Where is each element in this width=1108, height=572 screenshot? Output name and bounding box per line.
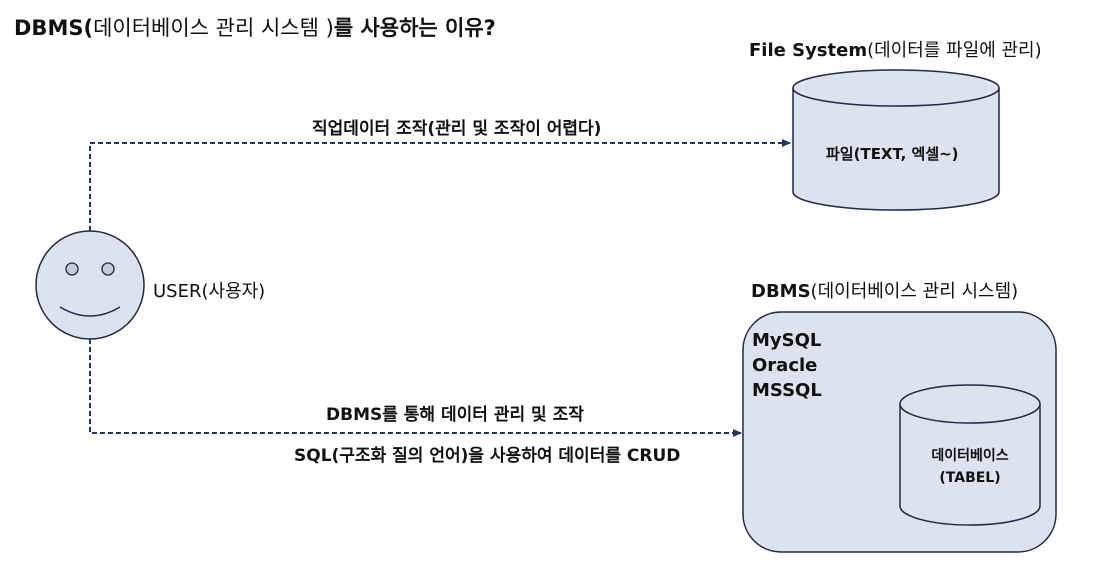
dbms-heading-normal: (데이터베이스 관리 시스템)	[810, 281, 1019, 302]
file-system-heading-normal: (데이터를 파일에 관리)	[867, 40, 1042, 61]
dbms-product-item: MSSQL	[752, 380, 822, 401]
smiley-right-eye	[101, 262, 115, 276]
dbms-heading: DBMS(데이터베이스 관리 시스템)	[751, 277, 1018, 303]
database-cylinder-label: 데이터베이스 (TABEL)	[908, 445, 1032, 489]
arrow-bottom-label-line2: SQL(구조화 질의 언어)을 사용하여 데이터를 CRUD	[294, 446, 681, 466]
file-cylinder-label: 파일(TEXT, 엑셀~)	[826, 145, 959, 163]
title-bold-suffix: 를 사용하는 이유?	[333, 16, 496, 40]
smiley-left-eye	[65, 262, 79, 276]
user-smiley-icon	[35, 230, 145, 340]
file-system-heading: File System(데이터를 파일에 관리)	[749, 36, 1042, 62]
arrow-bottom-label-line1: DBMS를 통해 데이터 관리 및 조작	[326, 405, 584, 425]
title-bold-prefix: DBMS(	[14, 16, 94, 40]
dbms-product-item: MySQL	[752, 330, 822, 351]
file-cylinder	[792, 69, 1000, 211]
title-normal-part: 데이터베이스 관리 시스템 )	[93, 16, 334, 40]
arrow-to-file-system	[89, 139, 791, 231]
dbms-product-item: Oracle	[752, 355, 818, 376]
arrow-top-label: 직업데이터 조작(관리 및 조작이 어렵다)	[312, 119, 602, 139]
database-cylinder	[899, 384, 1041, 526]
file-system-heading-bold: File System	[749, 40, 868, 61]
dbms-product-list: MySQL Oracle MSSQL	[752, 328, 822, 403]
page-title: DBMS(데이터베이스 관리 시스템 )를 사용하는 이유?	[14, 12, 496, 42]
database-label-line1: 데이터베이스	[931, 448, 1009, 464]
dbms-heading-bold: DBMS	[751, 281, 811, 302]
smiley-mouth	[59, 306, 121, 317]
arrow-to-dbms	[89, 339, 742, 437]
user-label: USER(사용자)	[153, 281, 266, 302]
database-label-line2: (TABEL)	[939, 470, 1001, 486]
